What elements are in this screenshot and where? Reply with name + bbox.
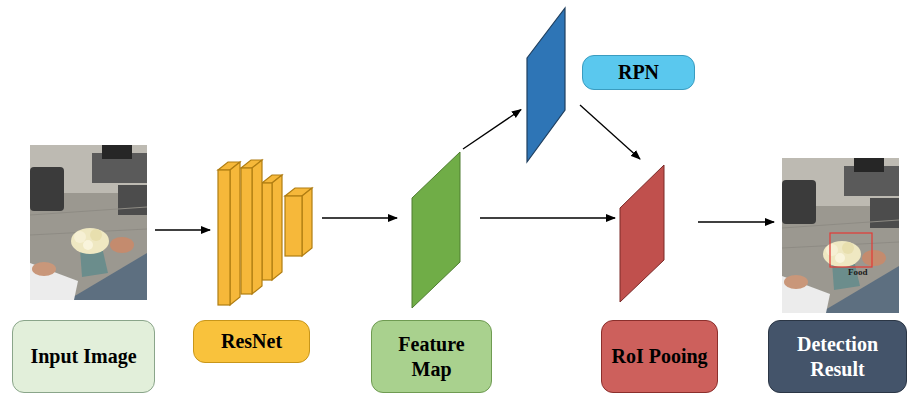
node-label-text: RPN [618,60,659,85]
input-photo [30,145,147,300]
diagram-node: RoI Pooing [598,160,720,395]
flow-arrow [480,217,615,218]
node-label-text: ResNet [221,329,282,354]
input-label: Input Image [12,320,155,393]
diagram-node: Feature Map [370,150,492,395]
diagram-node: Input Image [10,143,157,395]
rpn-plane [527,8,565,162]
graphic-area [620,165,664,302]
resnet-label: ResNet [193,320,310,363]
feature-map-label: Feature Map [371,320,492,393]
diagram-node: ResNet [190,155,315,365]
graphic-area [215,158,312,305]
flow-arrow [322,217,397,218]
node-label-text: RoI Pooing [611,344,707,369]
detection-label: Detection Result [768,320,907,393]
feature-map-plane [412,152,460,308]
flow-arrow [698,221,774,222]
node-label-text: Input Image [30,344,136,369]
flow-arrow [580,105,640,159]
class-tag: Food [848,268,868,277]
graphic-area [30,145,147,300]
resnet-blocks [218,160,312,305]
rpn-label: RPN [582,55,695,90]
detection-photo [782,158,899,313]
flow-arrow [463,110,521,149]
graphic-area [527,8,565,162]
node-label-text: Feature Map [380,332,483,382]
node-label-text: Detection Result [777,332,898,382]
graphic-area [782,158,899,313]
graphic-area [412,152,460,308]
diagram-node: RPN [522,5,700,165]
roi-plane [620,165,664,302]
diagram-node: Detection Result Food [766,155,908,395]
roi-pooling-label: RoI Pooing [601,320,718,393]
flow-arrow [155,229,210,230]
